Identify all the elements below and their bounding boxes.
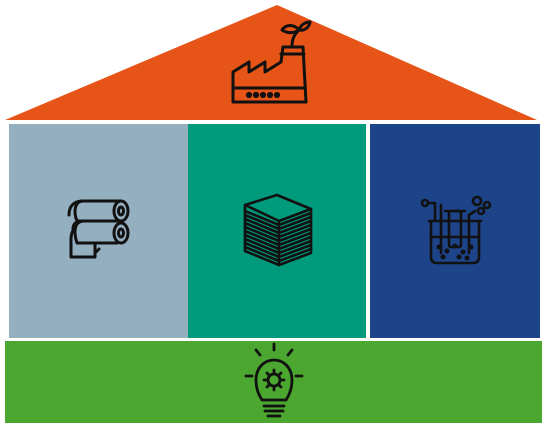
pillar-middle	[188, 124, 366, 338]
roof-triangle	[5, 5, 537, 120]
lightbulb-gear-icon	[234, 342, 314, 422]
pillar-right	[370, 124, 540, 338]
paper-rolls-icon	[59, 191, 139, 271]
pillar-left	[9, 124, 188, 338]
roof	[5, 5, 537, 120]
chemistry-beaker-icon	[415, 191, 495, 271]
foundation	[5, 341, 542, 423]
factory-icon	[231, 20, 312, 104]
paper-stack-icon	[237, 191, 317, 271]
